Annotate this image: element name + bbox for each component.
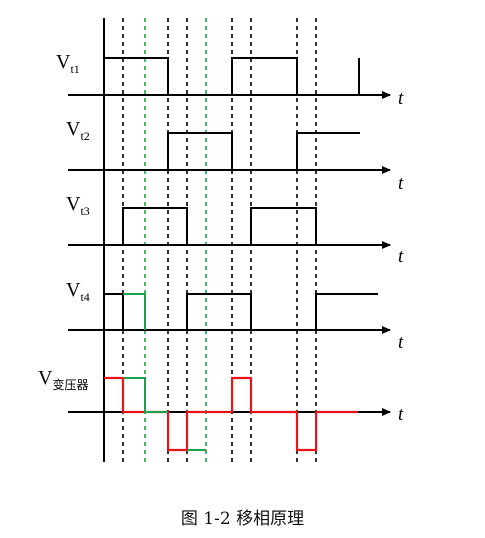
waveform-vt4 — [104, 293, 378, 331]
waveform-vt4-shifted — [123, 293, 146, 330]
t-label: t — [398, 332, 404, 353]
figure-caption: 图 1-2 移相原理 — [180, 509, 305, 529]
signal-label-vt3: Vt3 — [66, 193, 90, 218]
waveform-transformer — [104, 376, 358, 452]
signal-label-vt1: Vt1 — [56, 51, 80, 76]
t-label: t — [398, 404, 404, 425]
time-axes — [68, 91, 391, 416]
t-label: t — [398, 173, 404, 194]
signal-label-vtransformer: V变压器 — [38, 367, 88, 392]
phase-shift-diagram: t t t t t Vt1 Vt2 Vt3 Vt4 V变压器 — [38, 18, 404, 462]
waveform-vt2 — [104, 132, 360, 171]
guide-lines — [122, 18, 317, 462]
waveform-vt3 — [104, 207, 360, 246]
t-label: t — [398, 88, 404, 109]
waveform-vt1 — [104, 57, 359, 96]
t-label: t — [398, 246, 404, 267]
waveform-transformer-shifted — [123, 377, 168, 413]
signal-label-vt2: Vt2 — [66, 118, 90, 143]
signal-label-vt4: Vt4 — [66, 279, 90, 304]
